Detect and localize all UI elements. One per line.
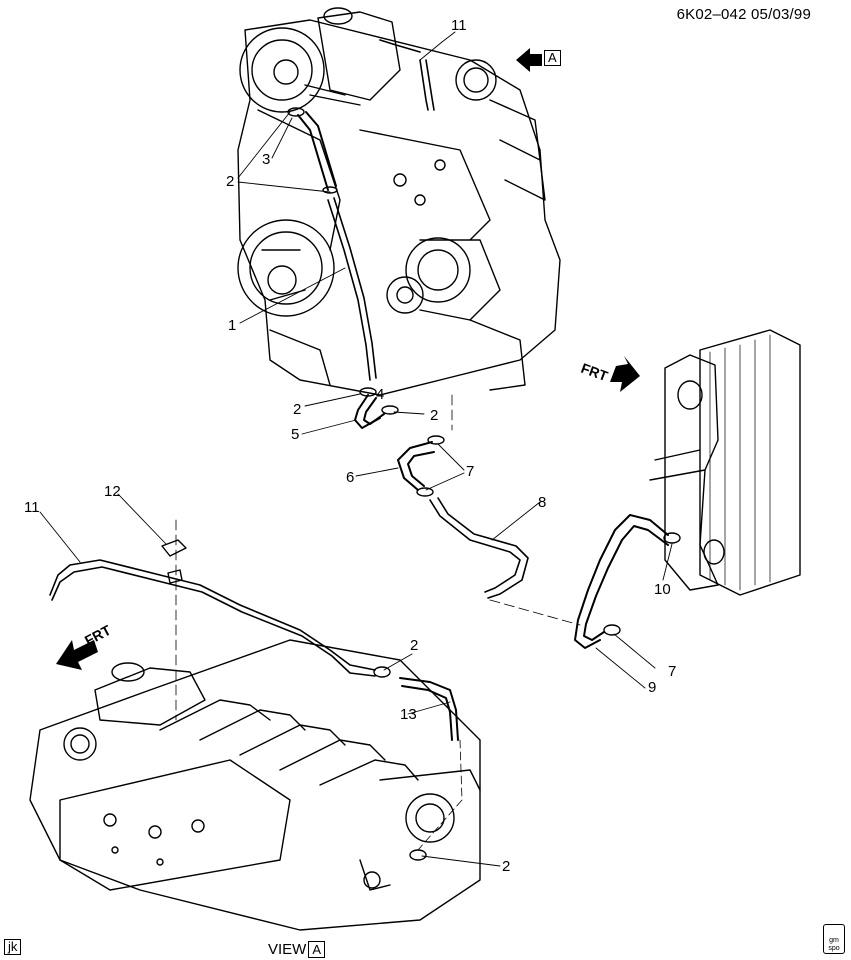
frt-label-left: FRT [82,622,114,649]
callout-9: 9 [648,679,656,696]
seal-line-2: spo [828,945,840,952]
clamp-2c [381,405,399,415]
clamp-4 [359,387,377,397]
clamp-7a-upper [427,435,445,445]
hose-6 [397,441,435,491]
gm-spo-seal: gm spo [823,924,845,954]
pipe-11-long [49,559,376,677]
clamp-7b [603,624,621,636]
callout-2c: 2 [430,407,438,424]
hose-9 [574,514,669,649]
corner-tag: jk [4,939,22,955]
callout-2d: 2 [410,637,418,654]
callout-7b: 7 [668,663,676,680]
callout-2a: 2 [226,173,234,190]
frt-label-right: FRT [579,360,610,384]
callout-11-left: 11 [24,499,40,516]
callout-5: 5 [291,426,299,443]
tube-1 [327,197,377,381]
callout-12: 12 [104,483,121,500]
callout-13: 13 [400,706,417,723]
callout-7a: 7 [466,463,474,480]
view-label-tag: A [308,941,326,958]
lower-engine-illustration [29,639,481,931]
view-label-text: VIEW [268,941,307,958]
callout-2e: 2 [502,858,510,875]
upper-engine-illustration [237,7,561,396]
view-reference-tag: A [544,50,561,66]
callout-3: 3 [262,151,270,168]
clip-12 [161,539,187,584]
pipe-8 [429,497,529,599]
clamp-10 [663,532,681,544]
callout-2b: 2 [293,401,301,418]
clamp-upper [287,107,338,194]
hose-3 [297,111,337,191]
callout-10: 10 [654,581,671,598]
clamp-7a-lower [416,487,434,497]
callout-11-top: 11 [451,17,467,34]
clamp-2e [409,849,427,861]
frt-arrow-right [610,356,640,392]
view-a-arrow [516,48,542,72]
seal-line-1: gm [829,937,839,944]
hose-13 [399,677,459,741]
callout-1: 1 [228,317,236,334]
frt-arrow-left [56,640,98,670]
callout-8: 8 [538,494,546,511]
clamp-2d [373,666,391,678]
diagram-code: 6K02–042 05/03/99 [676,6,811,23]
hose-11-top [379,39,435,111]
callout-4: 4 [376,386,384,403]
radiator-illustration [649,329,801,596]
callout-6: 6 [346,469,354,486]
